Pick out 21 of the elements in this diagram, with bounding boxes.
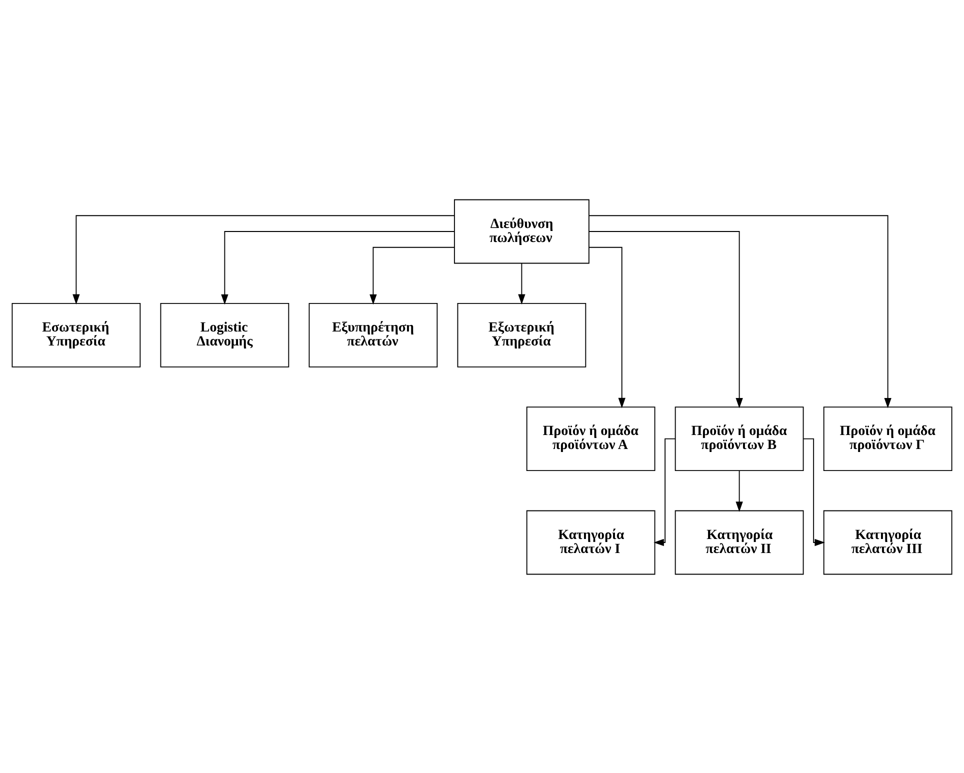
arrow: [518, 262, 526, 304]
node-box: Κατηγορία πελατών Ι: [526, 510, 656, 574]
arrow: [221, 230, 455, 304]
arrow: [588, 214, 892, 408]
node-box: Προϊόν ή ομάδα προϊόντων Α: [526, 406, 656, 471]
arrow: [72, 214, 455, 304]
arrow: [803, 438, 825, 546]
arrow: [588, 246, 626, 408]
node-box: Εξυπηρέτηση πελατών: [308, 302, 438, 367]
node-box: Κατηγορία πελατών ΙΙ: [674, 510, 804, 574]
node-box: Προϊόν ή ομάδα προϊόντων Γ: [823, 406, 952, 471]
arrow: [736, 470, 743, 512]
node-box: Logistic Διανομής: [160, 302, 290, 367]
arrow: [654, 438, 676, 546]
arrow: [370, 246, 455, 304]
node-box: Εσωτερική Υπηρεσία: [12, 302, 141, 367]
node-box: Προϊόν ή ομάδα προϊόντων Β: [674, 406, 804, 471]
arrow: [588, 230, 743, 408]
node-box: Διεύθυνση πωλήσεων: [454, 198, 590, 264]
node-box: Εξωτερική Υπηρεσία: [457, 302, 586, 367]
node-box: Κατηγορία πελατών ΙΙΙ: [823, 510, 952, 574]
